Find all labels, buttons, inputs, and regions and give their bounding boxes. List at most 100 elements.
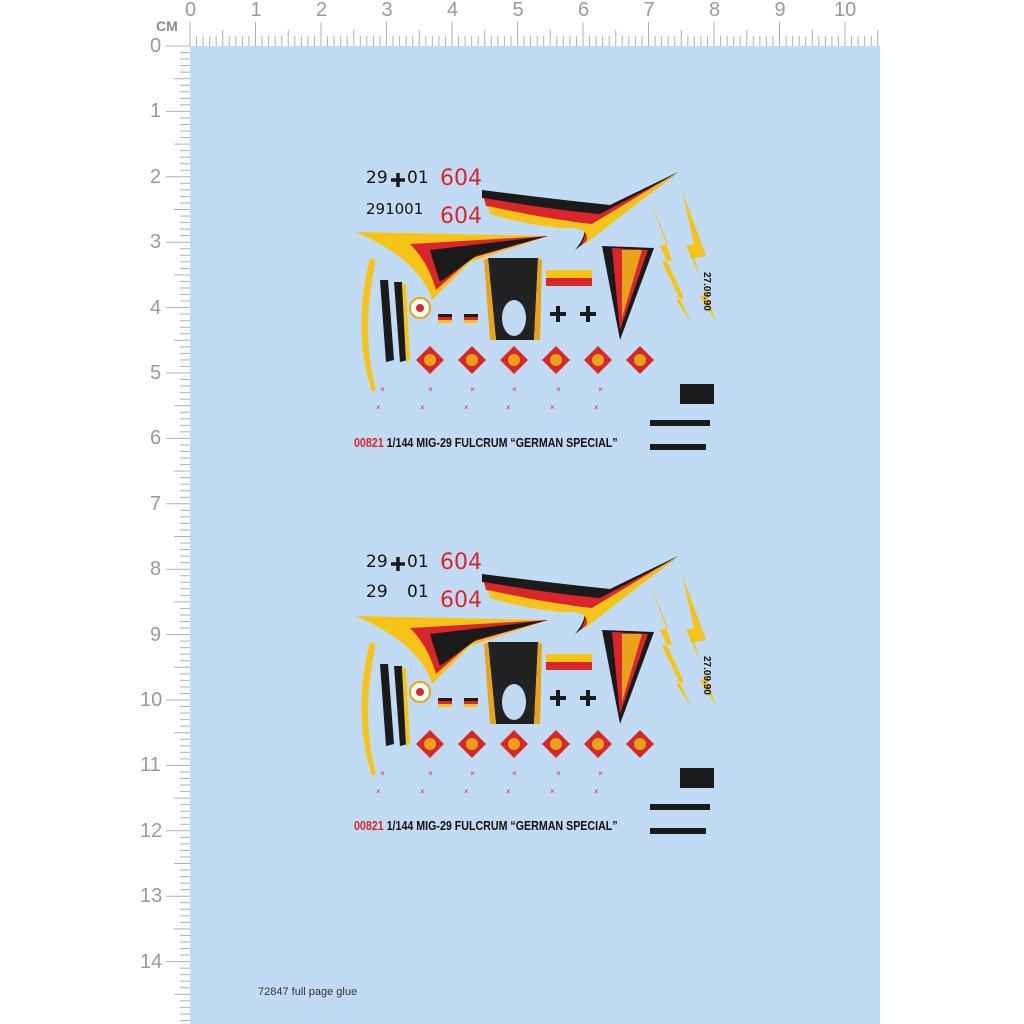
emblem-diamond-center	[424, 354, 436, 366]
stencil-mark: ×	[598, 769, 603, 778]
band-yellow	[546, 270, 592, 278]
german-flag-red	[438, 317, 452, 320]
wing-arrow-black	[430, 620, 548, 666]
decal-artwork-group: ××××××××××××	[356, 172, 716, 450]
stencil-mark: ×	[380, 385, 385, 394]
top-ruler-label: 7	[643, 0, 655, 21]
band-red	[546, 662, 592, 670]
lightning-bolt-left	[650, 584, 692, 708]
stencil-mark: ×	[376, 787, 381, 796]
squadron-badge-center	[416, 688, 424, 696]
nose-panel-cutout	[502, 684, 526, 720]
fin-stripe-black-2	[394, 282, 408, 362]
left-ruler-label: 9	[150, 623, 162, 646]
left-ruler-label: 1	[150, 100, 162, 123]
german-flag-yellow	[464, 704, 478, 707]
fin-stripe-black-2	[394, 666, 408, 746]
fin-stripe-yellow	[402, 284, 410, 362]
stencil-mark: ×	[420, 403, 425, 412]
lightning-bolt-left	[650, 200, 692, 324]
stencil-mark: ×	[470, 769, 475, 778]
iron-cross-icon-h	[580, 696, 596, 700]
top-ruler-label: 10	[834, 0, 857, 21]
tail-fin-gold	[622, 250, 642, 318]
date-marking: 27.09.90	[701, 272, 712, 311]
stencil-mark: ×	[428, 769, 433, 778]
serial-second-prefix: 29	[366, 582, 388, 602]
left-ruler-label: 0	[150, 35, 162, 57]
german-flag-red	[464, 317, 478, 320]
emblem-diamond-center	[466, 738, 478, 750]
serial-top-prefix: 29	[366, 552, 388, 572]
curved-stripe-yellow	[361, 258, 376, 392]
arrow-stripe-black	[482, 172, 678, 250]
emblem-diamond-center	[550, 354, 562, 366]
data-panel-icon	[680, 768, 714, 788]
data-strip-1	[650, 804, 710, 810]
stencil-mark: ×	[512, 769, 517, 778]
arrow-stripe-red	[484, 558, 676, 630]
german-flag-yellow	[438, 704, 452, 707]
nose-panel-trim-right	[534, 258, 542, 340]
stencil-mark: ×	[464, 787, 469, 796]
product-title: 1/144 MIG-29 FULCRUM “GERMAN SPECIAL”	[386, 818, 618, 833]
left-ruler-label: 6	[150, 427, 162, 450]
left-ruler	[0, 46, 190, 1024]
stencil-mark: ×	[550, 787, 555, 796]
decal-title: 00821 1/144 MIG-29 FULCRUM “GERMAN SPECI…	[354, 818, 618, 833]
top-ruler-label: 8	[709, 0, 721, 21]
product-code: 00821	[354, 435, 384, 450]
data-panel-icon	[680, 384, 714, 404]
left-ruler-label: 14	[140, 950, 163, 973]
left-ruler-label: 3	[150, 231, 162, 254]
top-ruler-label: 9	[774, 0, 786, 21]
german-flag-icon	[464, 698, 478, 701]
nose-panel-trim-left	[484, 258, 496, 340]
emblem-diamond-center	[508, 738, 520, 750]
squadron-badge-center	[416, 304, 424, 312]
emblem-diamond-center	[550, 738, 562, 750]
band-red	[546, 278, 592, 286]
serial-second-suffix: 01	[407, 582, 429, 602]
decal-artwork-group: ××××××××××××	[356, 556, 716, 834]
left-ruler-label: 8	[150, 558, 162, 581]
stencil-mark: ×	[594, 787, 599, 796]
fin-stripe-yellow	[402, 668, 410, 746]
lightning-bolt-right	[682, 574, 716, 706]
serial-top-prefix: 29	[366, 168, 388, 188]
iron-cross-icon-h	[391, 562, 405, 566]
left-ruler-label: 13	[140, 885, 163, 908]
left-ruler-label: 11	[140, 754, 161, 777]
emblem-diamond-center	[424, 738, 436, 750]
iron-cross-icon-h	[391, 178, 405, 182]
curved-stripe-yellow	[361, 642, 376, 776]
stencil-mark: ×	[506, 403, 511, 412]
nose-panel-trim-left	[484, 642, 496, 724]
top-ruler-label: 0	[185, 0, 197, 21]
left-ruler-label: 5	[150, 362, 162, 384]
german-flag-icon	[438, 314, 452, 317]
wing-arrow-black	[430, 236, 548, 282]
left-ruler-label: 10	[140, 689, 163, 711]
stencil-mark: ×	[420, 787, 425, 796]
ruler-unit-label: CM	[156, 18, 178, 34]
lightning-bolt-right	[682, 190, 716, 322]
stencil-mark: ×	[464, 403, 469, 412]
stencil-mark: ×	[470, 385, 475, 394]
fin-stripe-black-1	[380, 280, 394, 362]
emblem-diamond-center	[508, 354, 520, 366]
emblem-diamond-center	[634, 354, 646, 366]
top-ruler-label: 3	[381, 0, 393, 21]
left-ruler-label: 4	[150, 296, 162, 319]
data-strip-2	[650, 444, 706, 450]
german-flag-red	[438, 701, 452, 704]
band-yellow	[546, 654, 592, 662]
top-ruler	[190, 0, 880, 46]
product-code: 00821	[354, 818, 384, 833]
stencil-mark: ×	[556, 385, 561, 394]
nose-panel-cutout	[502, 300, 526, 336]
emblem-diamond-center	[592, 354, 604, 366]
iron-cross-icon-h	[580, 312, 596, 316]
arrow-stripe-yellow	[488, 172, 678, 244]
